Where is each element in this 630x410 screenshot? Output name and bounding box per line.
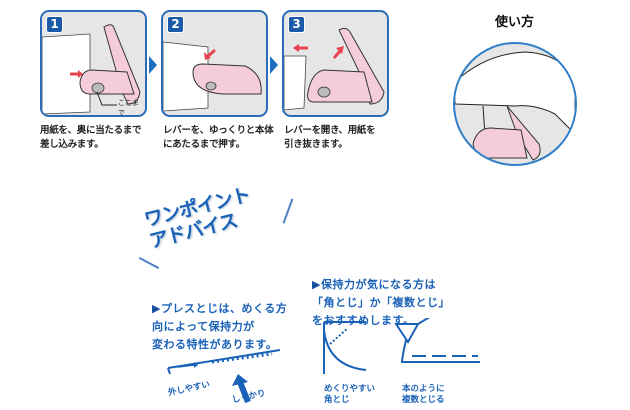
press-direction-diagram <box>167 349 281 404</box>
usage-circle-illustration <box>453 42 577 166</box>
step-number-badge: 1 <box>46 16 63 33</box>
binding-methods-diagram <box>323 318 480 374</box>
step-arrow-icon <box>270 56 278 74</box>
triangle-bullet-icon: ▶ <box>152 302 161 315</box>
step-3-illustration <box>284 27 385 111</box>
triangle-bullet-icon: ▶ <box>312 278 321 291</box>
step-number-badge: 3 <box>288 16 305 33</box>
step-1-illustration <box>42 24 141 115</box>
step-1-caption: 用紙を、奥に当たるまで 差し込みます。 <box>40 125 142 150</box>
advice-point-1: ▶プレスとじは、めくる方 向によって保持力が 変わる特性があります。 <box>152 302 288 351</box>
page-title: 使い方 <box>495 15 535 30</box>
step-2-caption: レバーを、ゆっくりと本体 にあたるまで押す。 <box>163 125 274 150</box>
label-corner-binding: めくりやすい 角とじ <box>324 384 376 405</box>
callout-label: ここまで <box>118 99 139 117</box>
advice-title: ワンポイント アドバイス <box>142 183 253 253</box>
decorative-slash <box>282 198 294 224</box>
step-2-illustration <box>163 41 262 112</box>
step-2-panel: 2 <box>161 10 268 117</box>
decorative-slash <box>138 256 160 270</box>
step-arrow-icon <box>149 56 157 74</box>
step-3-caption: レバーを開き、用紙を 引き抜きます。 <box>284 125 376 150</box>
step-3-panel: 3 <box>282 10 389 117</box>
step-number-badge: 2 <box>167 16 184 33</box>
hand-press-illustration <box>455 51 575 164</box>
label-multi-binding: 本のように 複数とじる <box>402 384 445 405</box>
advice-point-2: ▶保持力が気になる方は 「角とじ」か「複数とじ」 をおすすめします。 <box>312 278 450 327</box>
step-1-panel: 1 ここまで <box>40 10 147 117</box>
